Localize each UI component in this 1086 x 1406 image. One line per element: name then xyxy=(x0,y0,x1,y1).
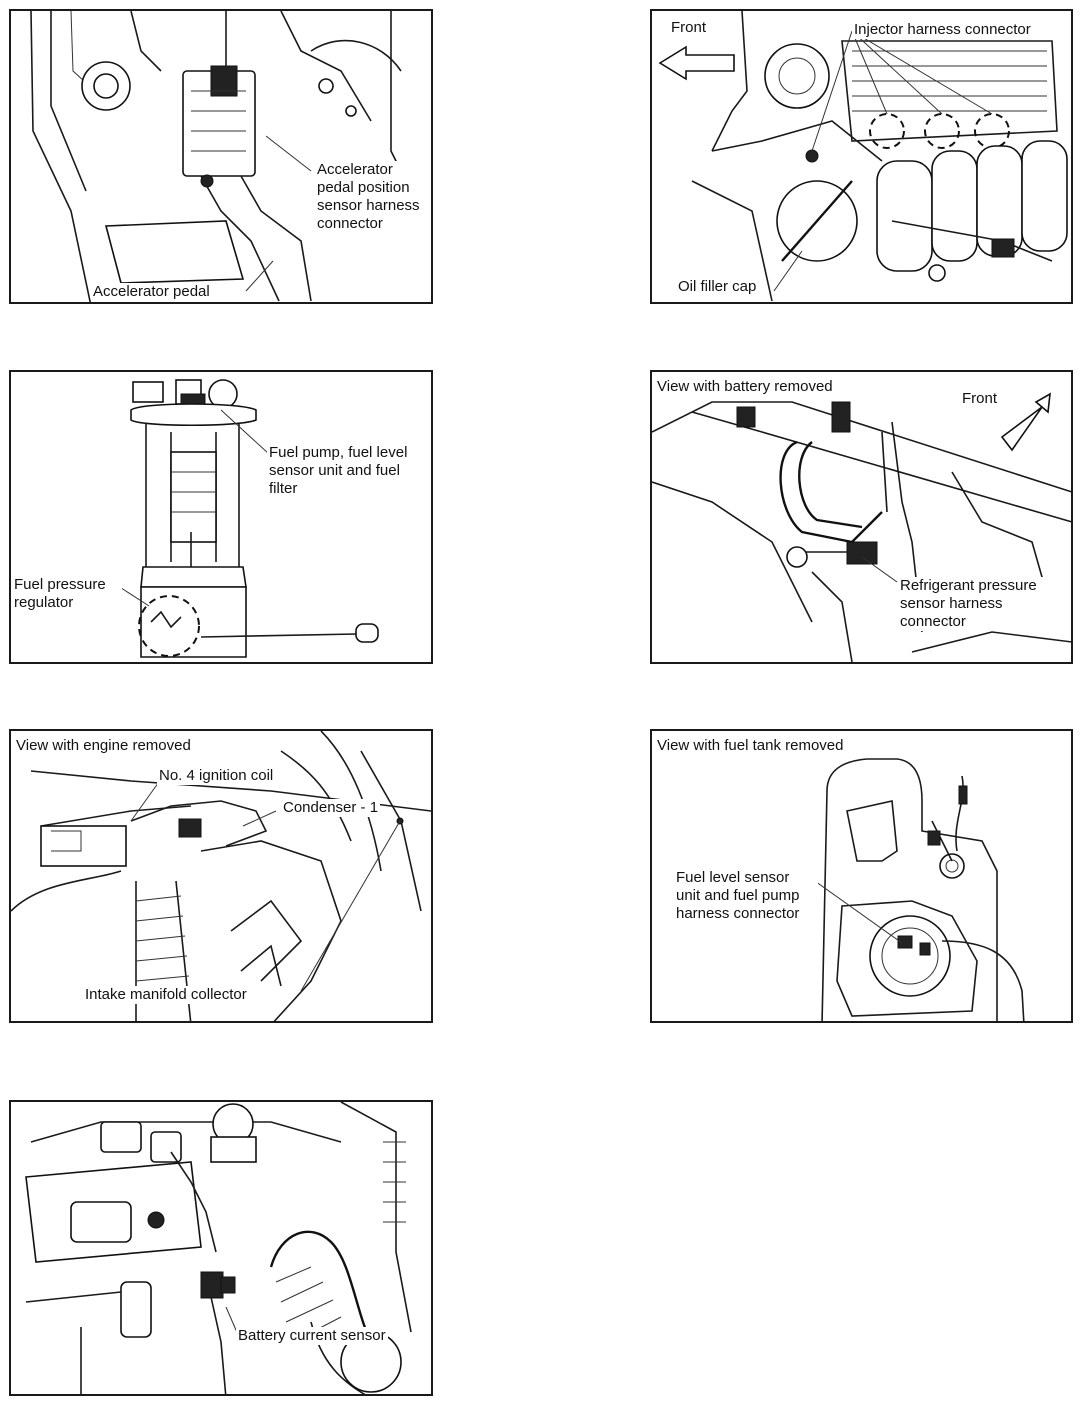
injector-harness-connector-label: Injector harness connector xyxy=(852,21,1033,39)
panel-fuel-tank: View with fuel tank removed Fuel level s… xyxy=(650,729,1073,1023)
panel-fuel-pump: Fuel pump, fuel level sensor unit and fu… xyxy=(9,370,433,664)
refrigerant-pressure-sensor-label: Refrigerant pressure sensor harness conn… xyxy=(898,577,1071,631)
injector-illustration xyxy=(658,11,1068,302)
front-arrow-icon xyxy=(658,45,735,81)
oil-filler-cap-label: Oil filler cap xyxy=(676,278,759,296)
panel-battery-current-sensor: Battery current sensor xyxy=(9,1100,433,1396)
panel-refrigerant-pressure: View with battery removed Front Refriger… xyxy=(650,370,1073,664)
fuel-pump-illustration xyxy=(114,379,379,658)
fuel-pressure-regulator-label: Fuel pressure regulator xyxy=(12,576,122,612)
front-label: Front xyxy=(669,19,709,37)
panel-accelerator-pedal: Accelerator pedal position sensor harnes… xyxy=(9,9,433,304)
battery-current-sensor-label: Battery current sensor xyxy=(236,1327,388,1345)
view-battery-removed-label: View with battery removed xyxy=(655,378,835,396)
front-arrow-icon xyxy=(1000,392,1051,452)
view-fuel-tank-removed-label: View with fuel tank removed xyxy=(655,737,846,755)
accelerator-pedal-label: Accelerator pedal xyxy=(91,283,212,301)
front-label: Front xyxy=(960,390,1000,408)
ignition-coil-label: No. 4 ignition coil xyxy=(157,767,276,785)
accelerator-pedal-illustration xyxy=(30,11,412,302)
battery-current-sensor-illustration xyxy=(25,1102,412,1394)
view-engine-removed-label: View with engine removed xyxy=(14,737,193,755)
intake-manifold-collector-label: Intake manifold collector xyxy=(83,986,249,1004)
accelerator-pedal-position-sensor-label: Accelerator pedal position sensor harnes… xyxy=(315,161,423,233)
panel-ignition-coil: View with engine removed No. 4 ignition … xyxy=(9,729,433,1023)
condenser-label: Condenser - 1 xyxy=(281,799,381,817)
fuel-pump-assembly-label: Fuel pump, fuel level sensor unit and fu… xyxy=(267,444,431,498)
fuel-tank-illustration xyxy=(811,758,1025,1021)
fuel-level-sensor-connector-label: Fuel level sensor unit and fuel pump har… xyxy=(674,869,818,923)
panel-injector-harness: Front Injector harness connector Oil fil… xyxy=(650,9,1073,304)
